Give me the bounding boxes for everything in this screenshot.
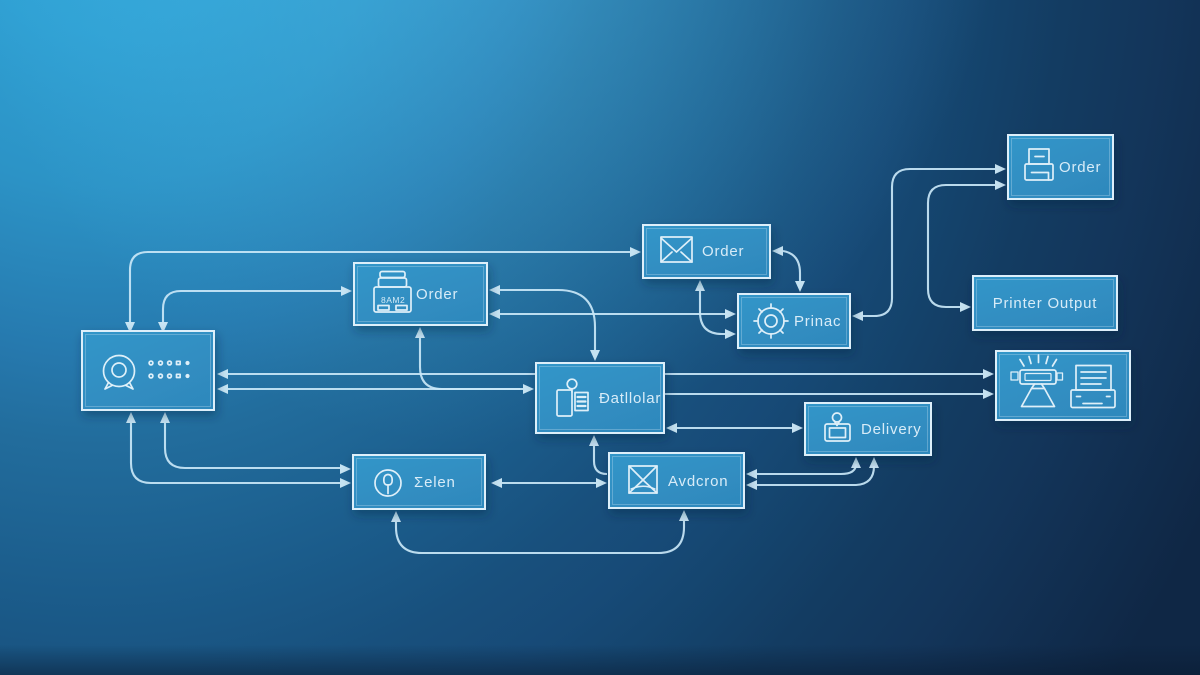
svg-text:Printer Output: Printer Output — [993, 295, 1098, 312]
svg-text:Σelen: Σelen — [414, 474, 456, 491]
svg-text:Avdcron: Avdcron — [668, 473, 728, 490]
svg-text:Ðatllolar: Ðatllolar — [599, 390, 661, 407]
svg-text:8AM2: 8AM2 — [381, 295, 405, 305]
svg-text:Order: Order — [702, 243, 744, 260]
svg-text:Delivery: Delivery — [861, 421, 922, 438]
svg-text:Order: Order — [1059, 159, 1101, 176]
svg-text:Prinac: Prinac — [794, 313, 841, 330]
svg-text:Order: Order — [416, 286, 458, 303]
